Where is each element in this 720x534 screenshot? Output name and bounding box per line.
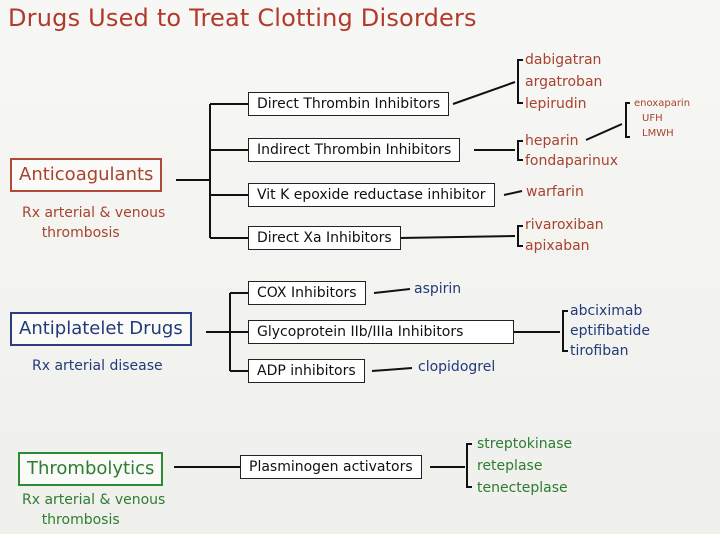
drug-heparin: heparin [525,133,579,149]
bracket [517,59,523,104]
connector [371,367,413,372]
category-antiplatelet-drugs: Antiplatelet Drugs [10,312,192,346]
page-title: Drugs Used to Treat Clotting Disorders [8,4,477,32]
drug-abciximab: abciximab [570,303,643,319]
class-plasminogen-activators: Plasminogen activators [240,455,422,479]
class-direct-thrombin-inhibitors: Direct Thrombin Inhibitors [248,92,450,116]
connector [399,235,516,239]
drug-rivaroxiban: rivaroxiban [525,217,604,233]
drug-eptifibatide: eptifibatide [570,323,651,339]
drug-fondaparinux: fondaparinux [525,153,618,169]
bracket [625,102,630,138]
indication-antiplatelet: Rx arterial disease [32,358,163,374]
heparin-type-enoxaparin: enoxaparin [634,98,691,109]
drug-dabigatran: dabigatran [525,52,602,68]
bracket [466,443,472,488]
drug-tirofiban: tirofiban [570,343,629,359]
bracket [517,225,523,247]
category-anticoagulants: Anticoagulants [10,158,163,192]
drug-apixaban: apixaban [525,238,590,254]
class-adp-inhibitors: ADP inhibitors [248,359,365,383]
drug-aspirin: aspirin [414,281,462,297]
drug-warfarin: warfarin [526,184,584,200]
class-direct-xa-inhibitors: Direct Xa Inhibitors [248,226,401,250]
drug-tenecteplase: tenecteplase [477,480,568,496]
class-glycoprotein-iib-iiia-inhibitors: Glycoprotein IIb/IIIa Inhibitors [248,320,514,344]
drug-streptokinase: streptokinase [477,436,573,452]
bracket [562,310,568,352]
bracket [517,140,523,161]
connector [503,190,523,196]
drug-reteplase: reteplase [477,458,543,474]
connector [585,123,623,141]
heparin-type-ufh: UFH [642,113,663,124]
drug-argatroban: argatroban [525,74,603,90]
class-vit-k-epoxide-reductase-inhibitor: Vit K epoxide reductase inhibitor [248,183,495,207]
heparin-type-lmwh: LMWH [642,128,674,139]
class-indirect-thrombin-inhibitors: Indirect Thrombin Inhibitors [248,138,461,162]
connector [373,288,411,294]
indication-anticoagulants: Rx arterial & venous thrombosis [22,205,166,241]
drug-lepirudin: lepirudin [525,96,587,112]
connector [452,81,516,105]
class-cox-inhibitors: COX Inhibitors [248,281,366,305]
drug-clopidogrel: clopidogrel [418,359,496,375]
category-thrombolytics: Thrombolytics [18,452,164,486]
indication-thrombolytics: Rx arterial & venous thrombosis [22,492,166,528]
